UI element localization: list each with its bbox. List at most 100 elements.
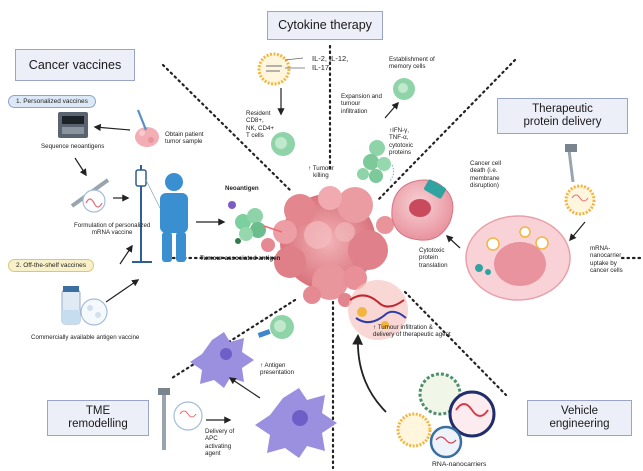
uptake-line2: nanocarrier <box>590 252 622 260</box>
dying-cancer-cell-icon <box>391 179 454 241</box>
divider-bottom-right <box>403 290 508 397</box>
ifn-line1: ↑IFN-γ, <box>389 127 409 134</box>
section-title-tme-line1: TME <box>85 404 111 417</box>
cytotoxic-translation-line2: protein <box>419 254 438 262</box>
rna-nanocarriers-label: RNA-nanocarriers <box>432 461 487 468</box>
t-cell-expansion-icon <box>357 140 391 183</box>
off-the-shelf-vaccines-pill: 2. Off-the-shelf vaccines <box>8 259 94 272</box>
ifn-label: ↑IFN-γ, TNF-α, cytotoxic proteins <box>389 127 413 157</box>
rna-nanocarriers-icon <box>396 372 496 459</box>
t-cell-interaction-icon <box>257 315 294 339</box>
section-title-vehicle-line1: Vehicle <box>560 404 599 417</box>
uptake-line3: uptake by <box>590 259 617 267</box>
cell-death-line3: membrane <box>470 174 500 182</box>
resident-cells-label: Resident CD8+, NK, CD4+ T cells <box>246 110 274 140</box>
sequencer-icon <box>58 112 88 138</box>
cytotoxic-translation-line1: Cytotoxic <box>419 247 445 254</box>
apc-delivery-label: Delivery of APC activating agent <box>205 428 234 458</box>
mrna-nanocarrier-icon <box>564 144 596 216</box>
antigen-cluster-icon <box>228 201 266 244</box>
resident-t-cell-icon <box>271 132 295 156</box>
section-tme-remodelling: TME remodelling <box>47 400 149 436</box>
apc-line4: agent <box>205 450 221 458</box>
section-therapeutic-protein-delivery: Therapeutic protein delivery <box>497 98 628 134</box>
section-vehicle-engineering: Vehicle engineering <box>527 400 632 436</box>
obtain-tumor-label: Obtain patient tumor sample <box>165 131 204 146</box>
cell-death-line2: death (i.e. <box>470 167 498 175</box>
section-title-protein-delivery-line1: Therapeutic <box>532 102 593 115</box>
memory-cells-label: Establishment of memory cells <box>389 56 435 71</box>
cytokines-label: IL-2, IL-12, IL-17 <box>312 54 348 72</box>
tumour-vasculature-icon <box>348 280 408 340</box>
infiltration-line2: delivery of therapeutic agent <box>373 331 451 339</box>
tumour-mass <box>261 186 394 307</box>
antigen-presentation-line2: presentation <box>260 369 295 377</box>
formulation-line2: mRNA vaccine <box>91 229 133 237</box>
expansion-label: Expansion and tumour infiltration <box>341 93 382 115</box>
section-title-tme-line2: remodelling <box>68 418 128 430</box>
expansion-line3: infiltration <box>341 107 368 115</box>
cell-death-line1: Cancer cell <box>470 160 501 167</box>
formulation-line1: Formulation of personalized <box>74 222 151 229</box>
mrna-syringe-icon <box>70 178 110 213</box>
tumor-sample-icon <box>135 109 159 147</box>
section-cytokine-therapy: Cytokine therapy <box>267 11 383 40</box>
personalized-vaccines-label: 1. Personalized vaccines <box>16 98 88 105</box>
obtain-tumor-line2: tumor sample <box>165 138 203 146</box>
ifn-line3: cytotoxic <box>389 141 414 149</box>
apc-line1: Delivery of <box>205 428 235 435</box>
section-title-cytokine-therapy: Cytokine therapy <box>278 18 372 33</box>
divider-top-right <box>376 58 517 202</box>
off-the-shelf-vaccines-label: 2. Off-the-shelf vaccines <box>16 262 86 269</box>
uptake-line4: cancer cells <box>590 267 623 275</box>
ifn-line2: TNF-α, <box>389 134 409 142</box>
cytotoxic-translation-line3: translation <box>419 261 448 269</box>
infiltration-line1: ↑ Tumour infiltration & <box>373 324 433 331</box>
formulation-label: Formulation of personalized mRNA vaccine <box>74 222 150 237</box>
memory-cells-line1: Establishment of <box>389 56 435 63</box>
cell-death-label: Cancer cell death (i.e. membrane disrupt… <box>470 160 501 190</box>
vaccine-vial-icon <box>61 286 108 326</box>
ifn-line4: proteins <box>389 149 412 157</box>
resident-cells-line4: T cells <box>246 132 264 140</box>
neoantigen-label: Neoantigen <box>225 185 259 192</box>
section-title-cancer-vaccines: Cancer vaccines <box>28 57 122 72</box>
divider-top-left <box>161 63 294 194</box>
apc-cell-top-icon <box>190 332 254 388</box>
commercial-vaccine-label: Commercially available antigen vaccine <box>31 334 140 341</box>
resident-cells-line1: Resident <box>246 110 271 117</box>
section-cancer-vaccines: Cancer vaccines <box>15 49 135 81</box>
tumour-associated-antigen-label: Tumour-associated antigen <box>200 255 281 262</box>
antigen-presentation-line1: ↑ Antigen <box>260 362 286 369</box>
cytotoxic-translation-label: Cytotoxic protein translation <box>419 247 448 269</box>
section-title-vehicle-line2: engineering <box>549 418 610 430</box>
expansion-line2: tumour <box>341 100 361 108</box>
cytokines-line1: IL-2, IL-12, <box>312 54 349 63</box>
memory-cells-line2: memory cells <box>389 63 426 71</box>
expansion-line1: Expansion and <box>341 93 382 100</box>
cytokines-line2: IL-17 <box>312 63 330 72</box>
apc-cell-bottom-icon <box>255 388 337 458</box>
apc-line2: APC <box>205 435 218 443</box>
cytokine-nanocarrier-icon <box>257 52 305 86</box>
obtain-tumor-line1: Obtain patient <box>165 131 204 138</box>
uptake-label: mRNA- nanocarrier uptake by cancer cells <box>590 245 623 275</box>
tumour-killing-line1: ↑ Tumour <box>308 165 334 172</box>
tumour-killing-label: ↑ Tumour killing <box>308 165 334 180</box>
apc-line3: activating <box>205 442 232 450</box>
cancer-cell-uptake-icon <box>465 215 571 301</box>
divider-bottom-left <box>170 298 297 380</box>
personalized-vaccines-pill: 1. Personalized vaccines <box>8 95 96 108</box>
sequence-neoantigens-label: Sequence neoantigens <box>41 143 105 150</box>
apc-agent-syringe-icon <box>158 388 203 450</box>
infiltration-label: ↑ Tumour infiltration & delivery of ther… <box>373 324 451 339</box>
antigen-presentation-label: ↑ Antigen presentation <box>260 362 294 377</box>
cell-death-line4: disruption) <box>470 182 499 190</box>
patient-icon <box>132 165 188 263</box>
section-dividers <box>161 44 642 470</box>
memory-t-cell-icon <box>393 78 415 100</box>
section-title-protein-delivery-line2: protein delivery <box>523 116 602 128</box>
tumour-killing-line2: killing <box>313 172 329 180</box>
